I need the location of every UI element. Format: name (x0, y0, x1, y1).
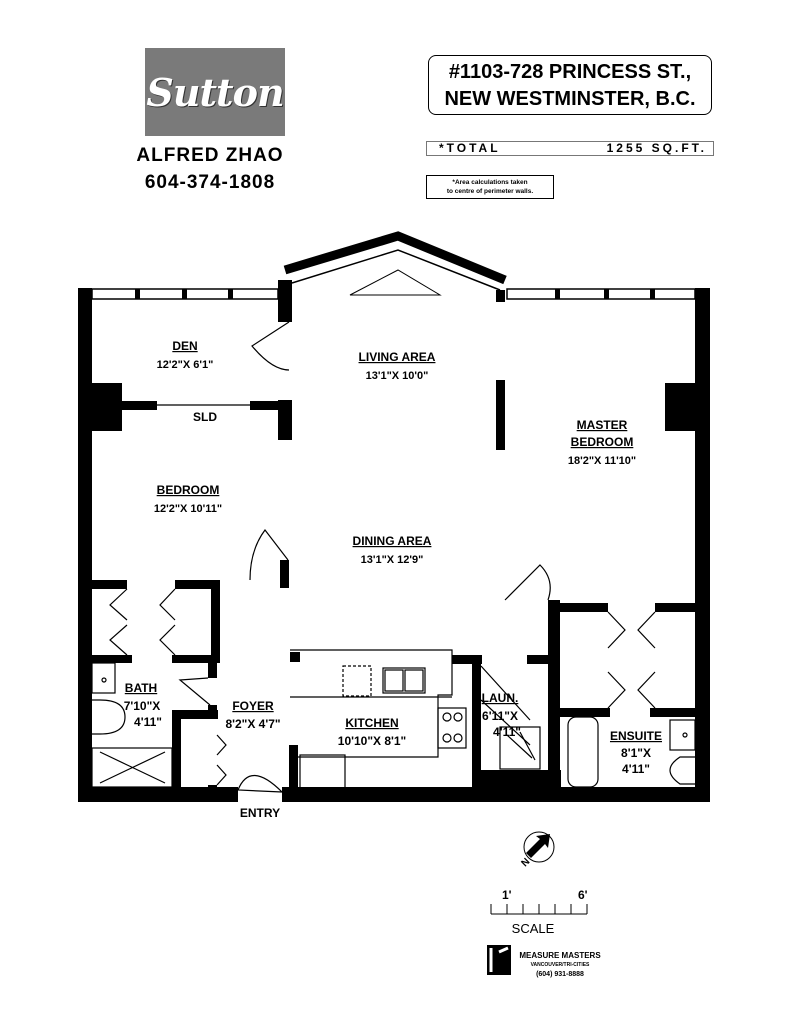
foyer-size: 8'2"X 4'7" (225, 717, 280, 731)
entry-label: ENTRY (240, 806, 280, 820)
window-mullions (135, 289, 655, 299)
total-value: 1255 SQ.FT. (606, 141, 707, 155)
total-area-box: *TOTAL 1255 SQ.FT. (426, 141, 714, 156)
laundry-size-1: 6'11"X (482, 709, 518, 723)
address-box: #1103-728 PRINCESS ST., NEW WESTMINSTER,… (428, 55, 712, 115)
north-arrow-icon: N (519, 831, 555, 869)
note-line-2: to centre of perimeter walls. (446, 188, 534, 195)
scale-label: SCALE (512, 921, 555, 936)
ensuite-size-2: 4'11" (622, 762, 650, 776)
dining-size: 13'1"X 12'9" (361, 554, 424, 566)
company-phone: (604) 931-8888 (536, 971, 584, 978)
measure-masters-logo: MEASURE MASTERS VANCOUVER/TRI-CITIES (60… (487, 945, 601, 978)
master-size: 18'2"X 11'10" (568, 455, 636, 467)
bath-size-2: 4'11" (134, 715, 162, 729)
living-name: LIVING AREA (359, 350, 436, 364)
master-name-1: MASTER (577, 418, 628, 432)
room-labels: DEN 12'2"X 6'1" SLD BEDROOM 12'2"X 10'11… (124, 339, 662, 820)
kitchen-size: 10'10"X 8'1" (338, 734, 406, 748)
company-name: MEASURE MASTERS (519, 951, 601, 960)
kitchen-name: KITCHEN (345, 716, 398, 730)
ensuite-name: ENSUITE (610, 729, 662, 743)
laundry-size-2: 4'11" (493, 725, 521, 739)
bedroom-name: BEDROOM (157, 483, 220, 497)
area-note: *Area calculations taken to centre of pe… (426, 175, 554, 199)
address-line-2: NEW WESTMINSTER, B.C. (444, 88, 696, 110)
laundry-name: LAUN. (482, 691, 519, 705)
scale-bar (490, 904, 588, 915)
living-size: 13'1"X 10'0" (366, 370, 429, 382)
master-name-2: BEDROOM (571, 435, 634, 449)
note-line-1: *Area calculations taken (452, 179, 528, 186)
ensuite-size-1: 8'1"X (621, 746, 651, 760)
agent-name: ALFRED ZHAO (136, 145, 284, 166)
den-name: DEN (172, 339, 197, 353)
bath-size-1: 7'10"X (124, 699, 161, 713)
dining-name: DINING AREA (353, 534, 432, 548)
address-line-1: #1103-728 PRINCESS ST., (448, 61, 692, 83)
bedroom-size: 12'2"X 10'11" (154, 503, 222, 515)
sld-label: SLD (193, 410, 217, 424)
bath-name: BATH (125, 681, 157, 695)
foyer-name: FOYER (232, 699, 274, 713)
total-label: *TOTAL (439, 141, 501, 155)
sutton-logo: Sutton (145, 48, 285, 136)
agent-phone: 604-374-1808 (144, 172, 276, 193)
den-size: 12'2"X 6'1" (157, 359, 214, 371)
scale-min: 1' (502, 888, 512, 902)
walls (78, 280, 710, 802)
logo-text: Sutton (146, 69, 284, 115)
doors-fixtures (91, 321, 696, 793)
company-sub: VANCOUVER/TRI-CITIES (531, 962, 590, 968)
scale-max: 6' (578, 888, 588, 902)
